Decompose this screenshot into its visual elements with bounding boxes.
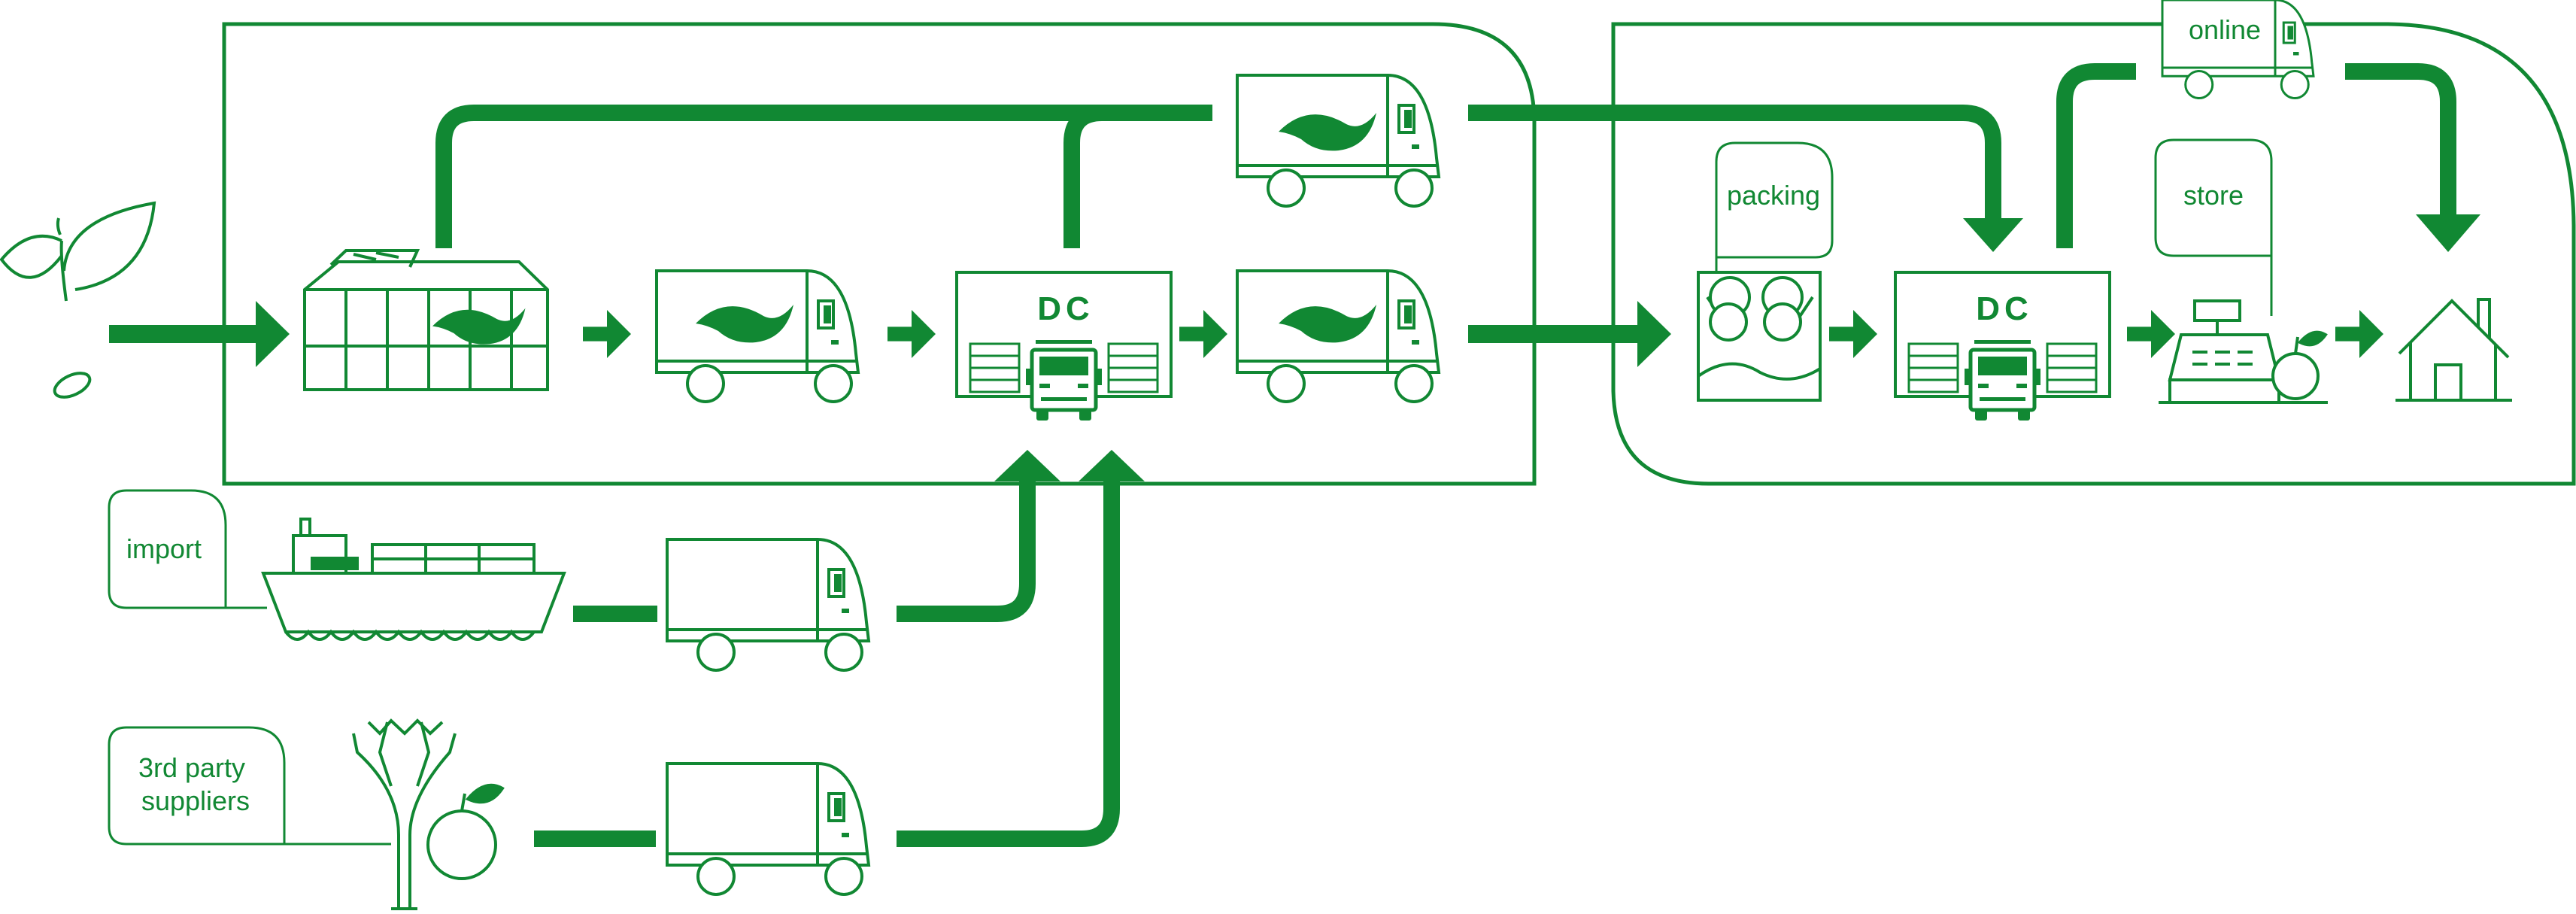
route-line	[2056, 63, 2136, 248]
packing-label: packing	[1727, 180, 1820, 211]
import-label: import	[126, 533, 202, 564]
store-label: store	[2183, 180, 2244, 211]
arrow-icon	[887, 310, 936, 358]
route-line	[435, 105, 1212, 248]
truck-icon	[666, 762, 870, 896]
arrow-icon	[2335, 310, 2383, 358]
arrow-icon	[1079, 450, 1145, 481]
route-line	[1468, 105, 2001, 218]
route-line	[897, 481, 1036, 622]
import-label-frame	[108, 489, 267, 609]
retail-region-frame	[1611, 22, 2576, 486]
arrow-icon	[109, 301, 290, 367]
dc-label: DC	[1976, 290, 2033, 327]
route-line	[573, 606, 657, 622]
dc-label: DC	[1037, 290, 1094, 327]
truck-icon	[666, 538, 870, 672]
arrow-icon	[1468, 301, 1671, 367]
arrow-icon	[2127, 310, 2175, 358]
route-line	[897, 481, 1120, 847]
apple-icon	[426, 783, 505, 880]
third-party-label-line1: 3rd party	[138, 752, 245, 783]
arrow-icon	[1963, 218, 2023, 252]
online-label: online	[2189, 14, 2261, 45]
third-party-label: 3rd party suppliers	[138, 752, 253, 816]
store-label-frame	[2154, 138, 2273, 316]
packing-label-frame	[1715, 141, 1834, 271]
greenhouse-icon	[303, 249, 549, 391]
arrow-icon	[994, 450, 1060, 481]
sprout-icon	[0, 201, 156, 399]
arrow-icon	[583, 310, 631, 358]
arrow-icon	[1179, 310, 1227, 358]
house-icon	[2395, 298, 2512, 402]
third-party-label-frame	[108, 726, 391, 846]
third-party-label-line2: suppliers	[141, 785, 250, 816]
route-line	[2345, 63, 2456, 214]
apple-icon	[2271, 330, 2328, 400]
route-line	[1063, 105, 1103, 248]
arrow-icon	[1829, 310, 1877, 358]
packing-icon	[1697, 271, 1822, 402]
arrow-icon	[2416, 214, 2480, 252]
route-line	[534, 830, 656, 847]
cargo-ship-icon	[261, 518, 566, 641]
leek-icon	[352, 718, 457, 910]
